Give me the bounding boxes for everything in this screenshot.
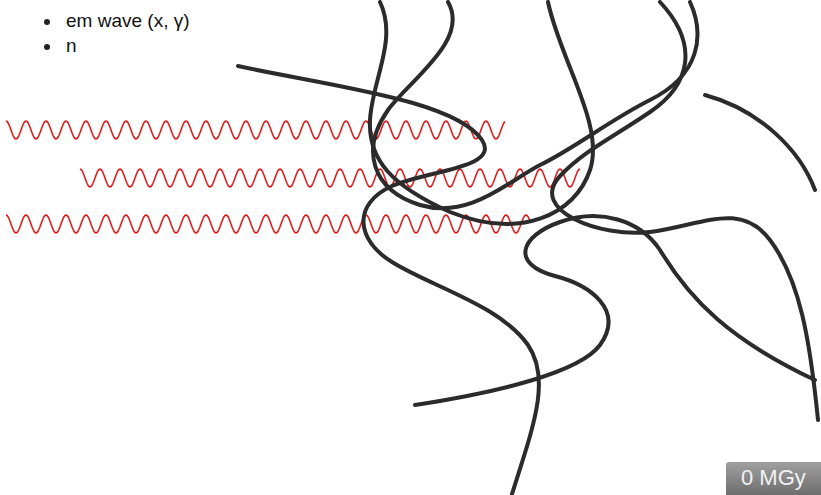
bullet-text: n xyxy=(66,35,77,58)
em-wave xyxy=(6,215,530,233)
dose-badge: 0 MGy xyxy=(726,462,821,495)
polymer-chain xyxy=(415,216,815,405)
polymer-chain xyxy=(370,2,593,224)
bullet xyxy=(44,19,50,25)
em-waves xyxy=(6,121,580,233)
dose-text: 0 MGy xyxy=(741,466,806,490)
polymer-chains xyxy=(238,2,818,494)
bullet xyxy=(44,44,50,50)
em-wave xyxy=(6,121,505,139)
bullet-text: em wave (x, γ) xyxy=(66,10,190,33)
polymer-chain xyxy=(238,66,539,494)
polymer-chain xyxy=(373,2,697,208)
polymer-chain xyxy=(552,2,818,420)
polymer-chain xyxy=(705,95,815,190)
